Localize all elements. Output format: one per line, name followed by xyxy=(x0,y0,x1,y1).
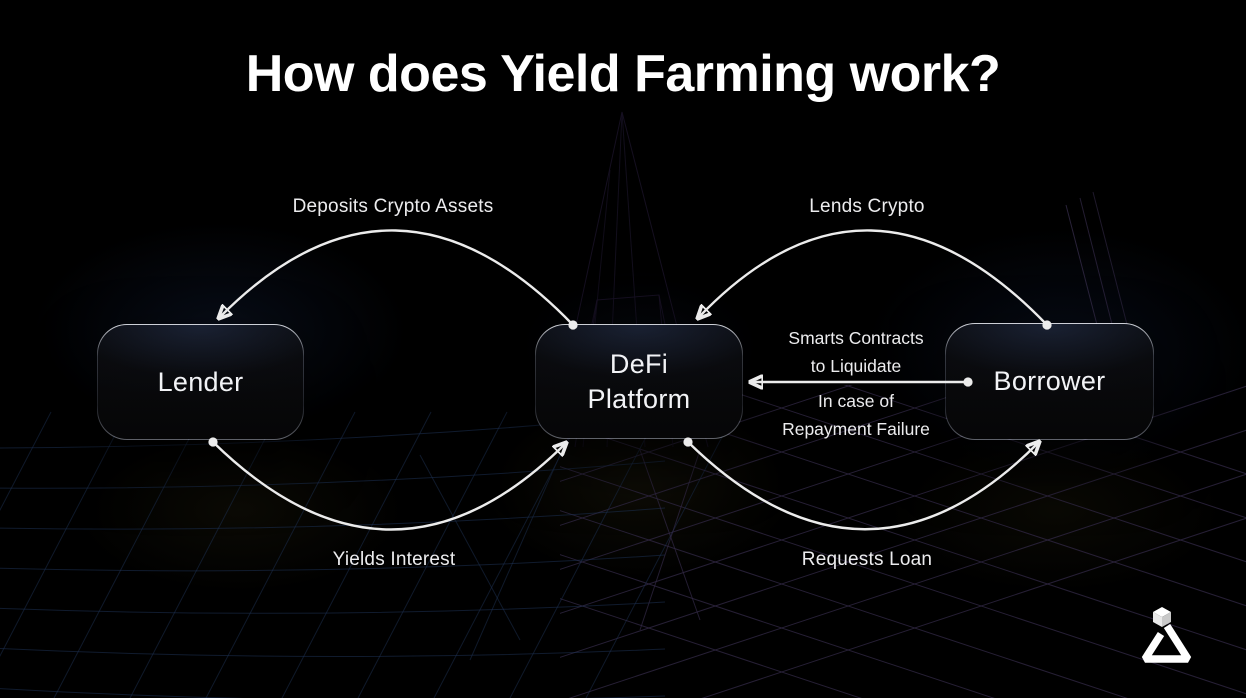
node-defi-platform-label: DeFi Platform xyxy=(587,348,691,414)
node-defi-platform-surface: DeFi Platform xyxy=(536,325,742,438)
edge-lends-arrow xyxy=(699,229,1047,325)
node-defi-platform: DeFi Platform xyxy=(535,324,743,439)
edge-deposits-arrow xyxy=(220,229,573,325)
edge-liquidation-label-line2: to Liquidate xyxy=(810,356,902,376)
node-lender-label: Lender xyxy=(157,366,244,397)
edge-liquidation-label-line1: Smarts Contracts xyxy=(788,328,924,348)
logo-triangle xyxy=(1141,623,1192,663)
edge-liquidation-label: Smarts Contracts to Liquidate xyxy=(788,324,923,380)
edge-liquidation-sublabel-line2: Repayment Failure xyxy=(782,419,930,439)
brand-logo-icon xyxy=(1141,607,1192,663)
edge-deposits-label: Deposits Crypto Assets xyxy=(292,196,494,217)
edge-liquidation-sublabel-line1: In case of xyxy=(818,391,894,411)
node-borrower-label: Borrower xyxy=(993,366,1106,396)
edge-requests-label: Requests Loan xyxy=(801,549,933,570)
edge-lends-label: Lends Crypto xyxy=(809,196,925,217)
page-title: How does Yield Farming work? xyxy=(245,45,1001,103)
node-lender-surface: Lender xyxy=(98,325,303,439)
edge-liquidation-sublabel: In case of Repayment Failure xyxy=(782,387,930,443)
edge-yields-label: Yields Interest xyxy=(332,549,456,570)
node-borrower: Borrower xyxy=(945,323,1154,440)
edge-yields-arrow xyxy=(213,442,565,531)
edge-requests-arrow xyxy=(688,442,1038,531)
logo-cube-left xyxy=(1153,612,1162,627)
node-lender: Lender xyxy=(97,324,304,440)
logo-cube-right xyxy=(1162,612,1171,627)
node-borrower-surface: Borrower xyxy=(946,324,1153,439)
